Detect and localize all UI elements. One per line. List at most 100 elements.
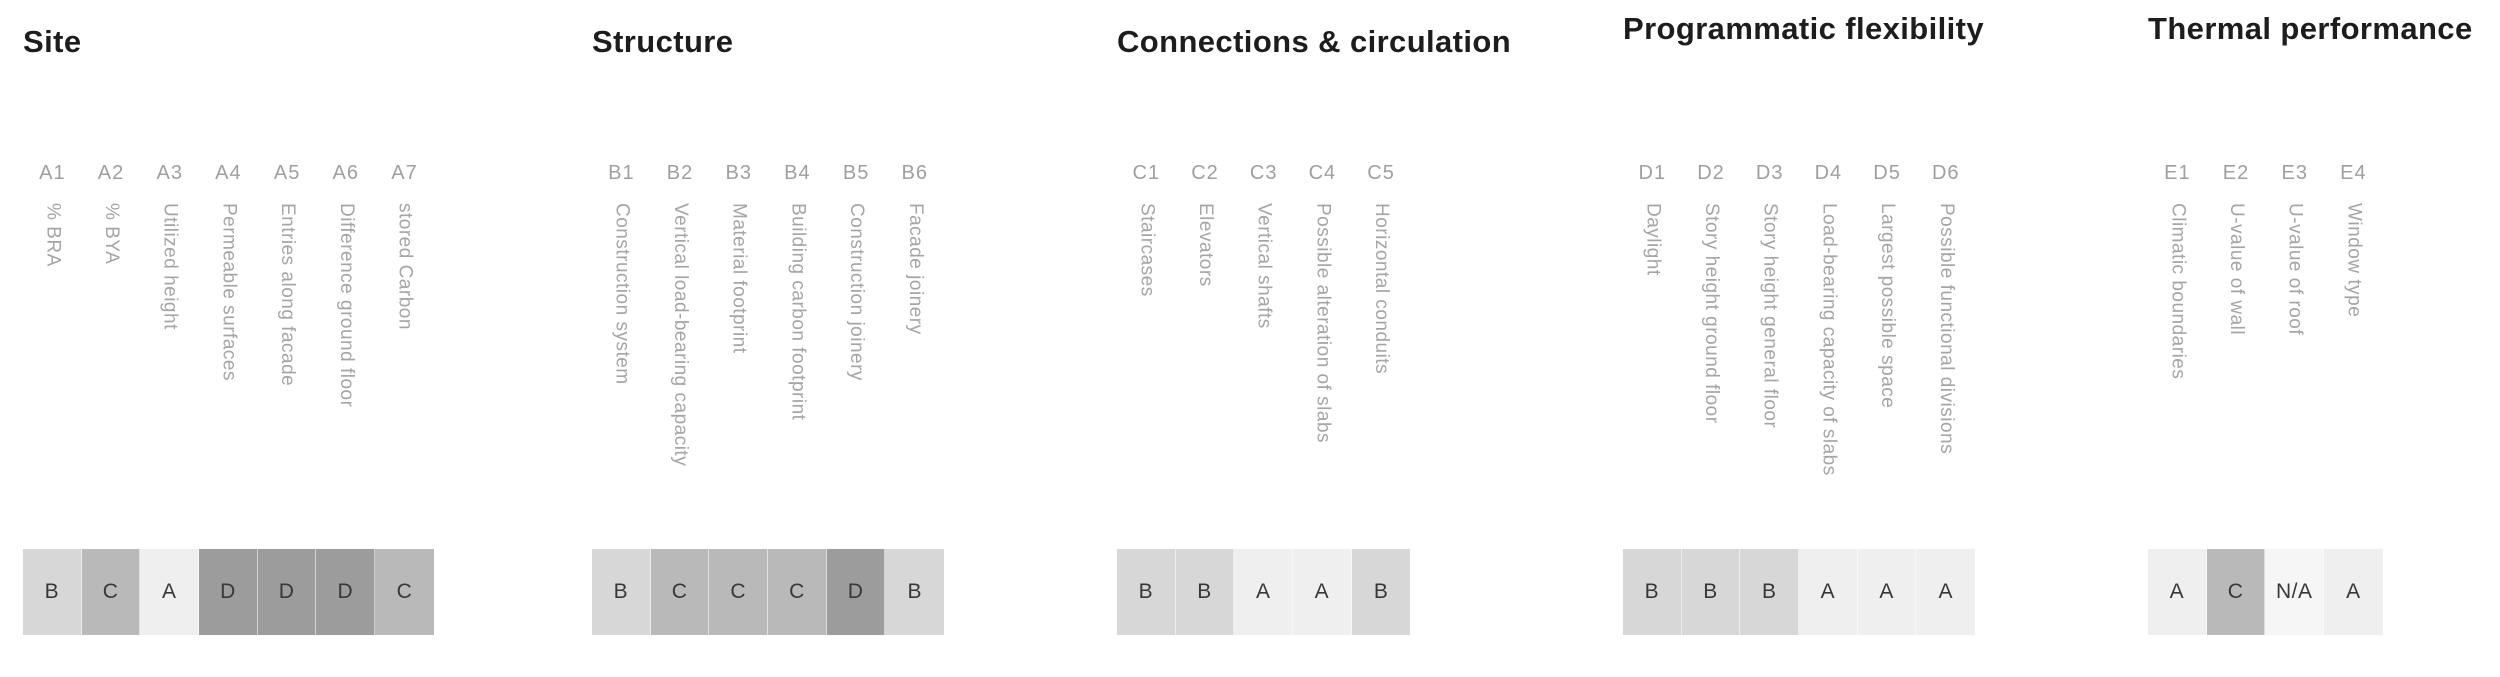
criterion-label: Facade joinery xyxy=(904,203,926,335)
grade-cell: D xyxy=(316,549,376,635)
grade-cell: A xyxy=(2148,549,2207,635)
criterion-code: E3 xyxy=(2281,162,2308,184)
criterion-code: A2 xyxy=(97,162,125,184)
criterion-column: A7 stored Carbon xyxy=(375,163,434,407)
criterion-code: A4 xyxy=(215,162,242,184)
criterion-label: Daylight xyxy=(1642,203,1664,276)
criterion-code: B3 xyxy=(725,162,752,184)
grade-cell: A xyxy=(1916,549,1976,635)
criterion-label: % BYA xyxy=(101,203,123,265)
criterion-code: C5 xyxy=(1367,162,1395,184)
criterion-label: stored Carbon xyxy=(394,203,416,330)
criterion-code: C1 xyxy=(1132,162,1161,184)
grade-cell: B xyxy=(1623,549,1682,635)
criterion-code: A3 xyxy=(156,162,183,184)
criterion-label: Possible alteration of slabs xyxy=(1312,203,1334,444)
grade-cell: C xyxy=(375,549,434,635)
criterion-code: B2 xyxy=(666,162,694,184)
criterion-label: Permeable surfaces xyxy=(218,203,240,381)
criterion-code: C2 xyxy=(1191,162,1219,184)
criterion-code: D6 xyxy=(1931,162,1960,184)
grade-cell: B xyxy=(1681,549,1741,635)
criterion-code: C3 xyxy=(1249,162,1278,184)
grade-cell: B xyxy=(592,549,651,635)
grade-cell: C xyxy=(650,549,710,635)
criterion-code: A6 xyxy=(332,162,360,184)
criterion-code: E2 xyxy=(2222,162,2250,184)
criterion-label: Largest possible space xyxy=(1877,203,1899,409)
criterion-label: Horizontal conduits xyxy=(1371,203,1393,375)
criterion-label: Difference ground floor xyxy=(335,203,357,408)
criterion-label: Elevators xyxy=(1195,203,1217,287)
criterion-code: A7 xyxy=(391,162,418,184)
criterion-label: Staircases xyxy=(1136,203,1158,297)
grade-cell: A xyxy=(1857,549,1917,635)
grade-cell: B xyxy=(1740,549,1800,635)
criterion-column: A2 % BYA xyxy=(82,163,141,407)
section-title: Structure xyxy=(592,24,734,59)
criterion-label: Utilized height xyxy=(159,203,181,330)
grade-cell: C xyxy=(709,549,769,635)
criterion-code: C4 xyxy=(1308,162,1337,184)
grade-cell: A xyxy=(2324,549,2383,635)
criterion-label: Construction system xyxy=(611,203,633,385)
criterion-code: B4 xyxy=(784,162,811,184)
criterion-label: Building carbon footprint xyxy=(787,203,809,421)
grade-cell: C xyxy=(768,549,827,635)
criterion-code: B6 xyxy=(901,162,929,184)
criterion-label: % BRA xyxy=(42,203,64,267)
criterion-code: D5 xyxy=(1873,162,1901,184)
criterion-code: A5 xyxy=(273,162,301,184)
criterion-code: D4 xyxy=(1814,162,1843,184)
criterion-label: U-value of wall xyxy=(2226,203,2248,336)
grade-cell: B xyxy=(1175,549,1235,635)
criterion-label: Load-bearing capacity of slabs xyxy=(1818,203,1840,476)
section-title: Programmatic flexibility xyxy=(1623,11,1985,46)
grade-cell: C xyxy=(81,549,141,635)
criterion-label: Material footprint xyxy=(728,203,750,354)
criterion-label: Window type xyxy=(2343,203,2365,318)
criterion-code: B5 xyxy=(842,162,870,184)
criterion-code: B1 xyxy=(608,162,635,184)
grade-cell: A xyxy=(1234,549,1294,635)
criterion-label: Story height ground floor xyxy=(1701,203,1723,424)
criterion-column: A1% BRA xyxy=(23,163,82,407)
criterion-label: Vertical shafts xyxy=(1253,203,1275,329)
section-title: Connections & circulation xyxy=(1117,24,1512,59)
criterion-label: Entries along facade xyxy=(277,203,299,387)
criterion-code: E1 xyxy=(2164,162,2191,184)
criterion-code: D1 xyxy=(1638,162,1667,184)
criterion-code: E4 xyxy=(2340,162,2367,184)
grade-cell: D xyxy=(199,549,258,635)
grade-cell: A xyxy=(1799,549,1858,635)
section-title: Site xyxy=(23,24,82,59)
grade-cell: B xyxy=(1351,549,1411,635)
criterion-label: Vertical load-bearing capacity xyxy=(670,203,692,467)
